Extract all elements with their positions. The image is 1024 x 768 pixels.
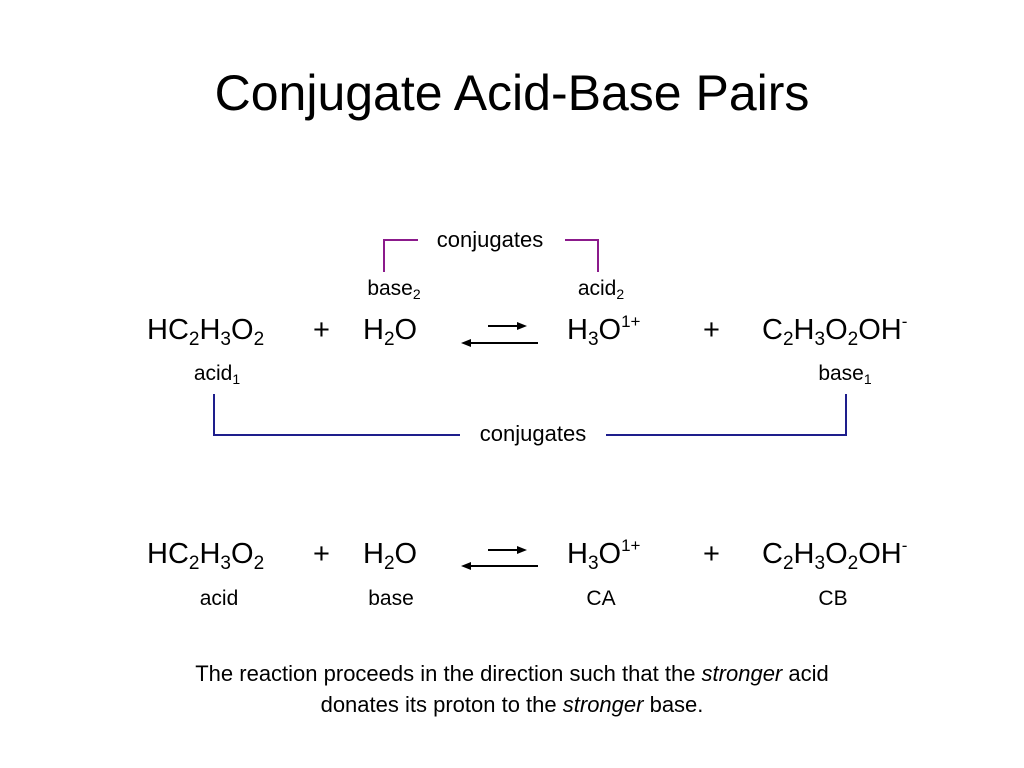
label-acid1: acid1 [193, 362, 241, 387]
eq1-hydronium: H3O1+ [567, 312, 641, 350]
top-conjugates-label: conjugates [430, 227, 550, 253]
eq1-water: H2O [363, 314, 418, 350]
eq1-acetate: C2H3O2OH- [762, 312, 908, 350]
eq2-hydronium: H3O1+ [567, 536, 641, 574]
label-acid: acid [199, 587, 239, 610]
eq2-plus-2: + [703, 538, 720, 570]
label-base2: base2 [367, 277, 421, 302]
label-ca: CA [586, 587, 616, 610]
bottom-conjugates-label: conjugates [473, 421, 593, 447]
top-conjugates-bracket [383, 239, 418, 272]
eq1-acetic-acid: HC2H3O2 [147, 314, 265, 350]
equilibrium-arrows-2 [461, 546, 538, 570]
equilibrium-arrows-1 [461, 322, 538, 347]
eq2-acetic-acid: HC2H3O2 [147, 538, 265, 574]
label-cb: CB [818, 587, 848, 610]
label-acid2: acid2 [577, 277, 625, 302]
slide-title: Conjugate Acid-Base Pairs [214, 65, 810, 121]
eq1-plus-1: + [313, 314, 330, 346]
eq2-acetate: C2H3O2OH- [762, 536, 908, 574]
label-base: base [368, 587, 414, 610]
bottom-conjugates-bracket-right [606, 394, 847, 436]
footnote: The reaction proceeds in the direction s… [0, 658, 1024, 720]
label-base1: base1 [818, 362, 872, 387]
eq2-water: H2O [363, 538, 418, 574]
bottom-conjugates-bracket [213, 394, 460, 436]
eq2-plus-1: + [313, 538, 330, 570]
eq1-plus-2: + [703, 314, 720, 346]
footnote-line-1: The reaction proceeds in the direction s… [195, 661, 829, 686]
footnote-line-2: donates its proton to the stronger base. [320, 692, 704, 717]
top-conjugates-bracket-right [565, 239, 599, 272]
